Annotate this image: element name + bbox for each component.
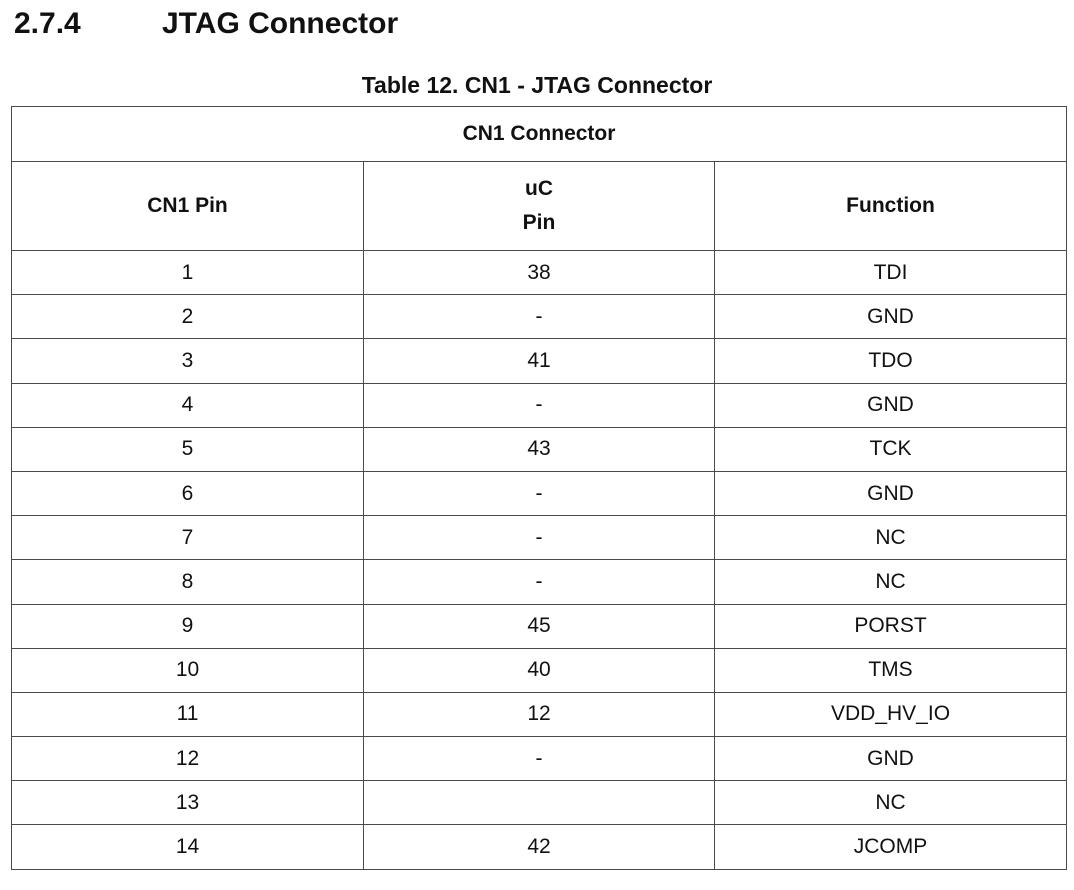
cell-cn1-pin: 4 bbox=[11, 382, 364, 428]
cell-cn1-pin: 9 bbox=[11, 603, 364, 649]
cell-cn1-pin: 1 bbox=[11, 249, 364, 296]
cell-uc-pin: - bbox=[363, 559, 715, 605]
cell-uc-pin: - bbox=[363, 382, 715, 428]
cell-cn1-pin: 6 bbox=[11, 470, 364, 517]
cell-function: TDI bbox=[713, 249, 1068, 296]
cell-cn1-pin: 14 bbox=[11, 824, 364, 870]
jtag-pin-table: CN1 Connector CN1 Pin uC Pin Function 1 3… bbox=[10, 106, 1068, 870]
table-column-header-row: CN1 Pin uC Pin Function bbox=[11, 161, 1068, 251]
cell-cn1-pin: 8 bbox=[11, 559, 364, 605]
cell-uc-pin: - bbox=[363, 294, 715, 340]
column-header-uc-pin-line2: Pin bbox=[522, 211, 556, 234]
table-row: 2 - GND bbox=[11, 294, 1068, 340]
cell-function: VDD_HV_IO bbox=[713, 691, 1068, 738]
table-row: 11 12 VDD_HV_IO bbox=[11, 691, 1068, 738]
group-header-cn1-connector: CN1 Connector bbox=[10, 106, 1068, 162]
cell-function: GND bbox=[713, 382, 1068, 428]
table-row: 14 42 JCOMP bbox=[11, 824, 1068, 870]
cell-function: GND bbox=[713, 294, 1068, 340]
cell-uc-pin: 42 bbox=[363, 824, 715, 870]
section-title: JTAG Connector bbox=[162, 7, 399, 40]
table-group-header-row: CN1 Connector bbox=[10, 106, 1068, 162]
table-row: 7 - NC bbox=[11, 515, 1068, 561]
table-row: 4 - GND bbox=[11, 382, 1068, 428]
table-row: 1 38 TDI bbox=[11, 249, 1068, 296]
cell-function: TDO bbox=[713, 338, 1068, 384]
table-row: 8 - NC bbox=[11, 559, 1068, 605]
cell-uc-pin: 38 bbox=[363, 249, 715, 296]
column-header-uc-pin-line1: uC bbox=[525, 177, 553, 200]
cell-uc-pin: 40 bbox=[363, 647, 715, 693]
cell-uc-pin: - bbox=[363, 736, 715, 782]
cell-function: TMS bbox=[713, 647, 1068, 693]
cell-cn1-pin: 3 bbox=[11, 338, 364, 384]
cell-uc-pin: - bbox=[363, 515, 715, 561]
table-row: 9 45 PORST bbox=[11, 603, 1068, 649]
cell-uc-pin: 45 bbox=[363, 603, 715, 649]
cell-function: GND bbox=[713, 470, 1068, 517]
cell-function: TCK bbox=[713, 426, 1068, 472]
table-row: 6 - GND bbox=[11, 470, 1068, 517]
cell-function: GND bbox=[713, 736, 1068, 782]
cell-cn1-pin: 10 bbox=[11, 647, 364, 693]
cell-uc-pin: 41 bbox=[363, 338, 715, 384]
table-row: 13 NC bbox=[11, 780, 1068, 826]
cell-cn1-pin: 2 bbox=[11, 294, 364, 340]
cell-uc-pin: - bbox=[363, 470, 715, 517]
cell-uc-pin: 43 bbox=[363, 426, 715, 472]
cell-function: NC bbox=[713, 515, 1068, 561]
table-row: 3 41 TDO bbox=[11, 338, 1068, 384]
cell-function: JCOMP bbox=[713, 824, 1068, 870]
column-header-function: Function bbox=[713, 161, 1068, 251]
cell-function: NC bbox=[713, 780, 1068, 826]
cell-function: PORST bbox=[713, 603, 1068, 649]
column-header-uc-pin: uC Pin bbox=[363, 161, 715, 251]
column-header-cn1-pin: CN1 Pin bbox=[11, 161, 364, 251]
cell-cn1-pin: 7 bbox=[11, 515, 364, 561]
cell-cn1-pin: 13 bbox=[11, 780, 364, 826]
section-heading: 2.7.4 JTAG Connector bbox=[14, 4, 398, 44]
cell-function: NC bbox=[713, 559, 1068, 605]
cell-cn1-pin: 11 bbox=[11, 691, 364, 738]
table-row: 12 - GND bbox=[11, 736, 1068, 782]
cell-uc-pin bbox=[363, 780, 715, 826]
cell-uc-pin: 12 bbox=[363, 691, 715, 738]
table-row: 5 43 TCK bbox=[11, 426, 1068, 472]
section-number: 2.7.4 bbox=[14, 7, 81, 40]
table-caption: Table 12. CN1 - JTAG Connector bbox=[361, 72, 713, 98]
table-row: 10 40 TMS bbox=[11, 647, 1068, 693]
cell-cn1-pin: 5 bbox=[11, 426, 364, 472]
cell-cn1-pin: 12 bbox=[11, 736, 364, 782]
